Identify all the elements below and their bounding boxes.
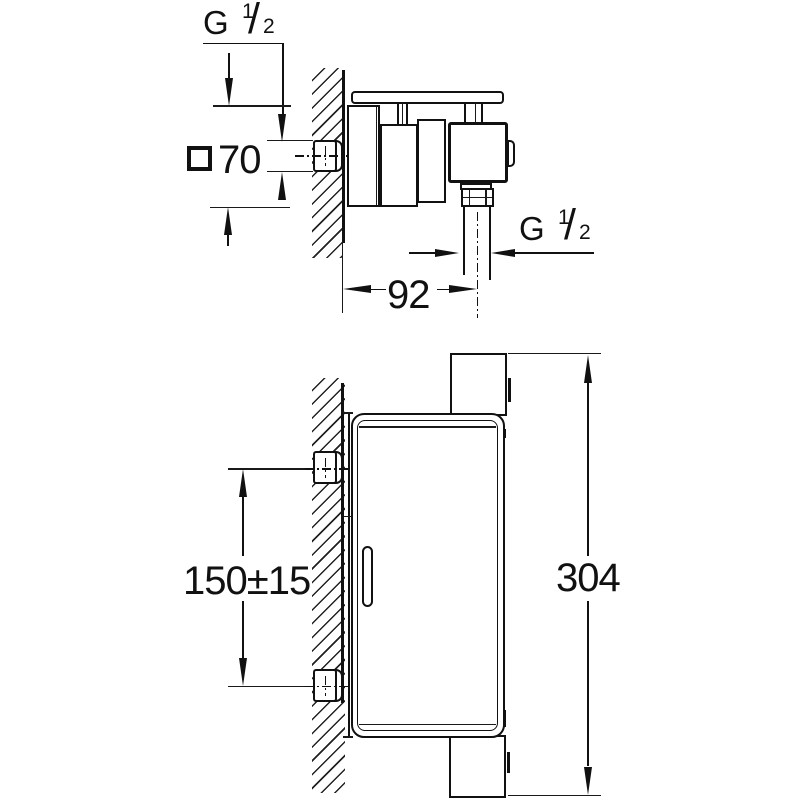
dim304-ext-bottom	[508, 795, 601, 797]
outlet-pipe-centerline	[476, 212, 479, 318]
inlet-union-centerline	[295, 155, 348, 157]
union-ext-line-bottom	[267, 170, 313, 173]
outlet-nut-hline	[463, 196, 492, 198]
body-seam-bottom	[359, 723, 496, 726]
union-arrow-up	[278, 172, 287, 200]
inlet-leader-vertical	[282, 43, 284, 114]
outlet-arrow-right	[435, 248, 459, 257]
dim304-line-upper	[587, 383, 589, 556]
bottom-column-tick	[506, 752, 510, 773]
thread-numerator: 1	[242, 0, 254, 23]
body-seam-top	[359, 426, 496, 428]
shelf-stem2-mid	[474, 103, 476, 122]
dim304-arrow-down	[583, 766, 592, 795]
union-lower-center-tick	[324, 676, 326, 696]
bottom-column	[449, 735, 506, 798]
dim70-ext-top	[213, 105, 291, 107]
dim150-arrow-down	[238, 658, 247, 686]
shelf-side	[351, 91, 504, 104]
dim150-line-lower	[242, 601, 244, 658]
thread-letter: G	[203, 4, 229, 41]
thread-numerator: 1	[558, 206, 570, 229]
backplate-tick-top	[343, 412, 353, 415]
mounting-plate-side	[347, 105, 380, 207]
union-upper-ext-line	[228, 468, 305, 470]
thread-denominator: 2	[579, 221, 591, 244]
outlet-nut-v1	[468, 190, 471, 205]
outlet-pipe-left	[463, 206, 466, 275]
square-symbol	[187, 146, 212, 171]
dim150-arrow-up	[238, 469, 247, 497]
body-right-tick-bottom	[503, 710, 507, 727]
top-column-tick	[507, 378, 511, 402]
backplate-tick-bottom	[343, 736, 353, 738]
dim150-line-upper	[242, 497, 244, 556]
dim70-arrow-up	[223, 207, 232, 235]
dim304-arrow-up	[583, 355, 592, 383]
outlet-pipe-right	[488, 206, 491, 280]
dim70-tail-top	[228, 53, 230, 79]
shelf-stem1-right	[405, 103, 408, 125]
dim70-arrow-down	[224, 78, 233, 106]
outlet-leader-line-right	[514, 252, 594, 254]
body-right-tick-top	[503, 429, 507, 438]
outlet-thread-label: G 1 / 2	[519, 201, 605, 252]
handle-slot	[362, 546, 373, 607]
control-knob-side	[448, 121, 508, 183]
wall-face-extension-line	[342, 243, 344, 313]
body-section-b	[417, 119, 446, 203]
top-column	[450, 353, 507, 416]
shelf-stem1-left	[397, 103, 399, 125]
dim70-tail-bottom	[227, 235, 229, 246]
inlet-thread-label: G 1 / 2	[203, 0, 289, 46]
wall-hatch-front	[312, 378, 345, 793]
outlet-leader-line-left	[409, 252, 440, 254]
outlet-nut-v2	[485, 190, 487, 205]
inlet-label-underline	[203, 42, 283, 44]
dim70-value: 70	[218, 138, 261, 182]
union-lower-centerline	[305, 685, 348, 687]
backplate-notch	[344, 515, 351, 518]
union-lower-ext-line	[228, 685, 305, 687]
outlet-arrow-left	[490, 248, 515, 257]
dim150-value: 150±15	[183, 559, 311, 603]
dim92-value: 92	[387, 273, 430, 317]
dim92-arrow-right	[448, 285, 477, 293]
dim304-line-lower	[587, 601, 589, 766]
shelf-stem2-left	[464, 103, 467, 122]
thread-denominator: 2	[263, 15, 275, 38]
thread-slash: /	[564, 201, 576, 249]
dim92-arrow-left	[342, 285, 371, 293]
thread-letter: G	[519, 210, 545, 247]
body-front-inner	[357, 419, 498, 731]
union-ext-line-top	[267, 140, 313, 142]
inlet-union-center-tick	[324, 146, 326, 166]
body-front-outer	[350, 413, 505, 738]
mounting-plate-inner-line	[375, 107, 378, 205]
shelf-stem2-right	[480, 103, 483, 122]
wall-face-line-front	[341, 383, 345, 703]
dim92-line-left	[370, 288, 386, 291]
inlet-leader-arrow	[278, 114, 287, 142]
dim304-ext-top	[508, 353, 601, 355]
dim304-value: 304	[556, 556, 621, 600]
thread-slash: /	[248, 0, 260, 43]
body-section-a	[380, 124, 418, 207]
shelf-stem1-mid	[401, 103, 403, 125]
dim92-line-right	[437, 288, 449, 291]
dim70-ext-bottom	[210, 207, 290, 209]
union-upper-centerline	[305, 468, 348, 470]
union-upper-center-tick	[324, 458, 326, 478]
backplate-edge	[347, 413, 350, 738]
